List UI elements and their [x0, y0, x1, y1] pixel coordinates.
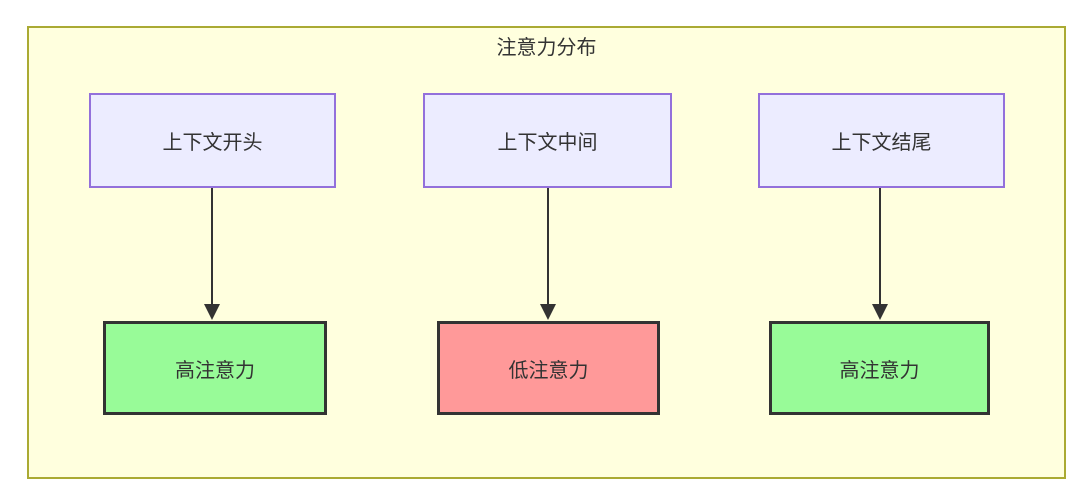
node-context-middle: 上下文中间 [423, 93, 672, 188]
node-context-start: 上下文开头 [89, 93, 336, 188]
node-high-attention-left: 高注意力 [103, 321, 327, 415]
node-low-attention-middle: 低注意力 [437, 321, 660, 415]
node-context-end: 上下文结尾 [758, 93, 1005, 188]
node-high-attention-right: 高注意力 [769, 321, 990, 415]
diagram-title: 注意力分布 [496, 37, 597, 59]
